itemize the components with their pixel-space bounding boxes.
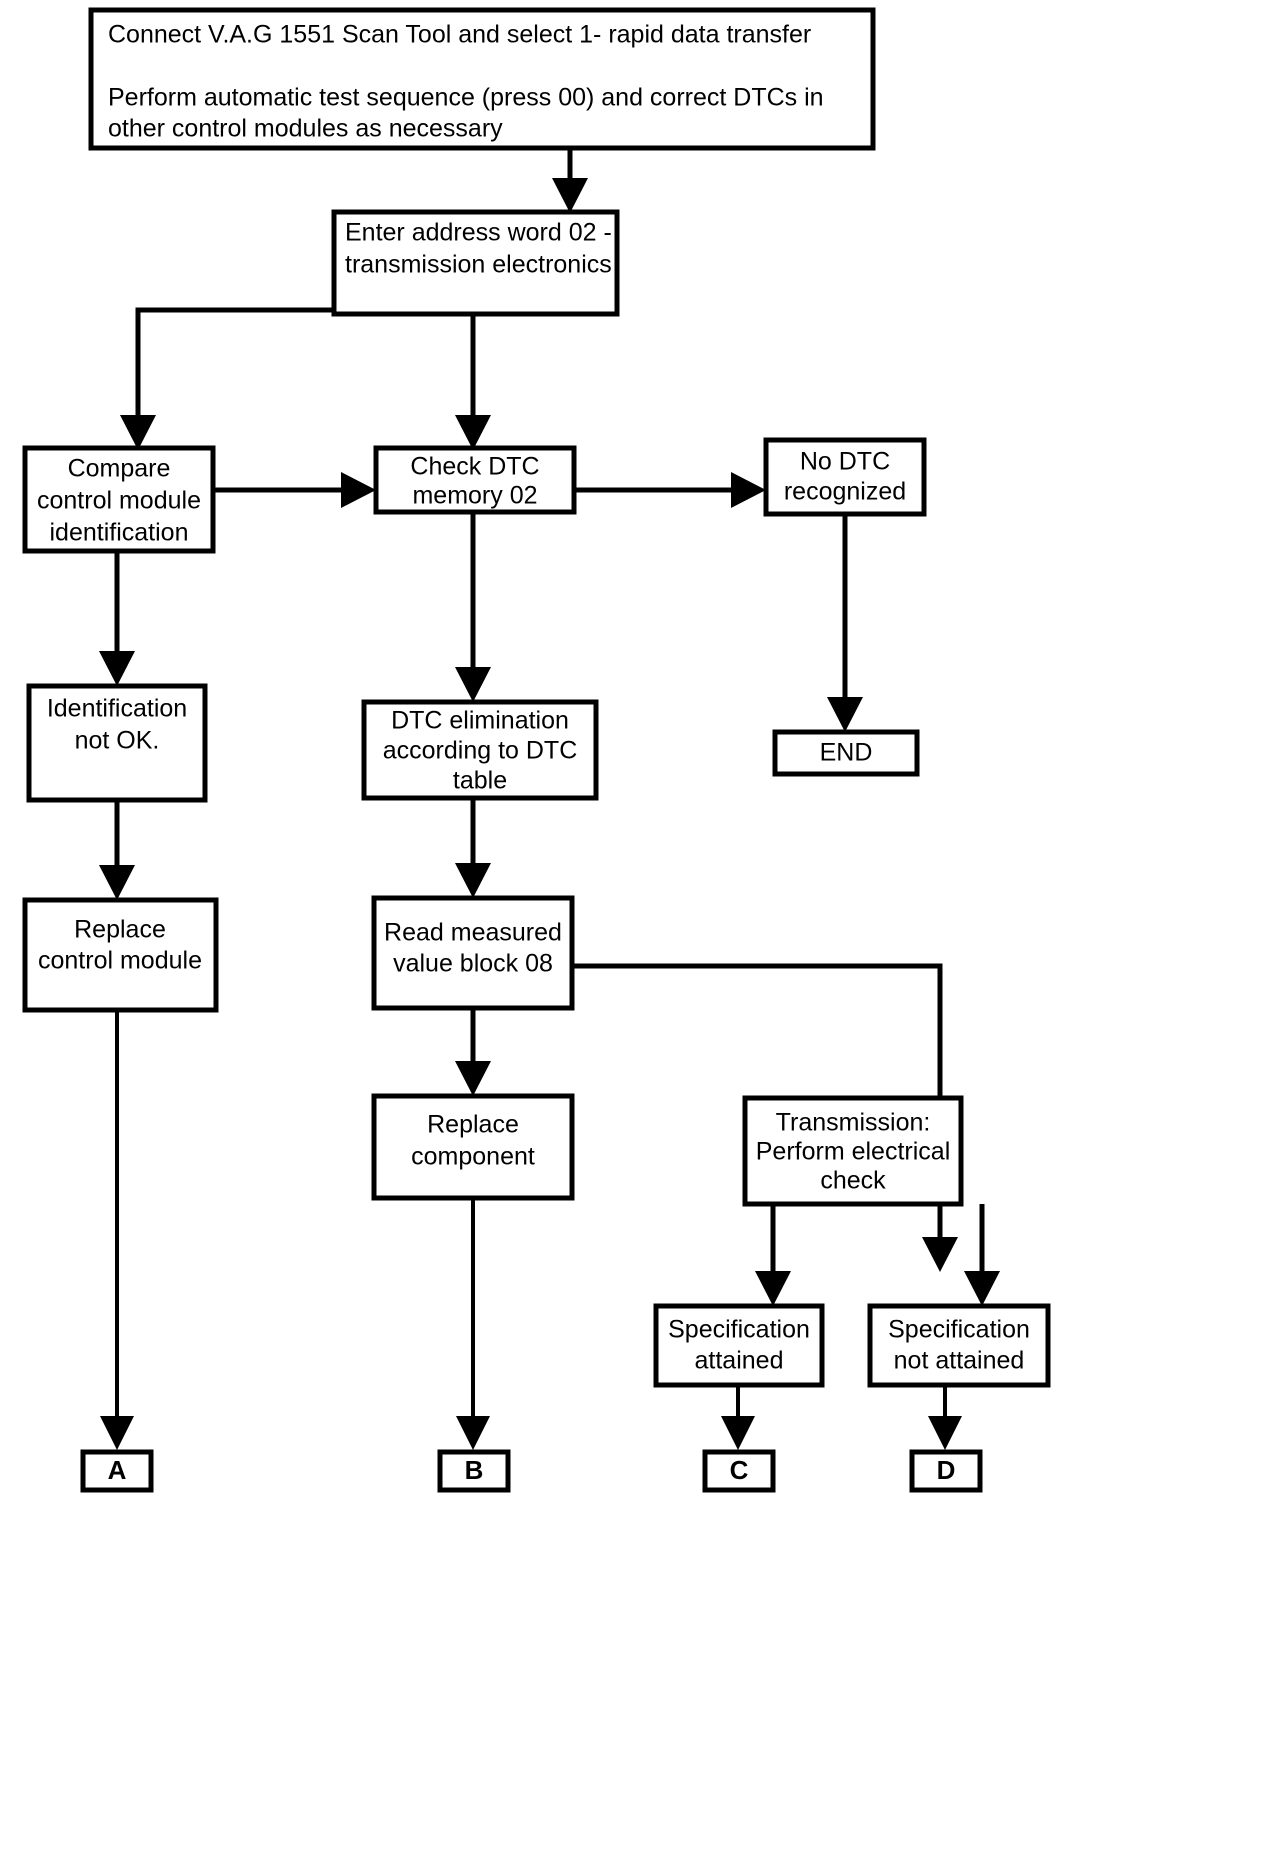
node-no-dtc-recognized[interactable]: No DTC recognized (763, 437, 927, 517)
edge-compare-to-check-dtc (213, 472, 376, 508)
edge-spec-attained-to-terminal-c (721, 1385, 755, 1450)
replace-module-line-1: Replace (74, 916, 166, 944)
node-compare-control-module-identification[interactable]: Compare control module identification (22, 445, 216, 554)
id-not-ok-line-2: not OK. (75, 727, 160, 755)
check-dtc-line-1: Check DTC (410, 453, 539, 481)
edge-dtc-elimination-to-read-block (455, 798, 491, 898)
node-terminal-c[interactable]: C (702, 1449, 776, 1493)
id-not-ok-line-1: Identification (47, 695, 187, 723)
read-block-line-1: Read measured (384, 919, 562, 947)
node-terminal-d[interactable]: D (909, 1449, 983, 1493)
replace-module-line-2: control module (38, 947, 202, 975)
node-replace-control-module[interactable]: Replace control module (22, 897, 219, 1013)
spec-not-attained-line-1: Specification (888, 1316, 1030, 1344)
edge-transmission-check-to-spec-not-attained (964, 1204, 1000, 1306)
no-dtc-line-2: recognized (784, 478, 906, 506)
edge-no-dtc-to-end (827, 514, 863, 732)
node-transmission-electrical-check[interactable]: Transmission: Perform electrical check (742, 1095, 964, 1207)
end-label: END (820, 739, 873, 767)
edge-compare-to-identification-not-ok (99, 551, 135, 686)
address-word-line-1: Enter address word 02 - (345, 219, 612, 247)
node-end[interactable]: END (772, 729, 920, 777)
terminal-c-label: C (730, 1455, 749, 1485)
edge-read-block-to-replace-component (455, 1008, 491, 1096)
replace-component-line-2: component (411, 1143, 535, 1171)
edge-start-to-address-word (552, 148, 588, 213)
terminal-a-label: A (108, 1455, 127, 1485)
dtc-elim-line-1: DTC elimination (391, 707, 569, 735)
edge-address-word-to-check-dtc (455, 314, 491, 450)
spec-not-attained-line-2: not attained (894, 1347, 1025, 1375)
edge-address-word-to-compare (120, 307, 398, 450)
start-line-4: other control modules as necessary (108, 115, 503, 143)
node-dtc-elimination[interactable]: DTC elimination according to DTC table (361, 699, 599, 801)
start-line-1: Connect V.A.G 1551 Scan Tool and select … (108, 21, 811, 49)
edge-spec-not-attained-to-terminal-d (928, 1385, 962, 1450)
dtc-elim-line-2: according to DTC (383, 737, 578, 765)
node-read-measured-value-block[interactable]: Read measured value block 08 (371, 895, 575, 1011)
check-dtc-line-2: memory 02 (412, 482, 537, 510)
node-start-instructions[interactable]: Connect V.A.G 1551 Scan Tool and select … (88, 7, 876, 151)
terminal-d-label: D (937, 1455, 956, 1485)
transmission-line-3: check (820, 1167, 886, 1195)
transmission-line-1: Transmission: (776, 1109, 931, 1137)
spec-attained-line-2: attained (695, 1347, 784, 1375)
replace-component-line-1: Replace (427, 1111, 519, 1139)
node-specification-attained[interactable]: Specification attained (653, 1303, 825, 1388)
terminal-b-label: B (465, 1455, 484, 1485)
node-terminal-b[interactable]: B (437, 1449, 511, 1493)
start-line-3: Perform automatic test sequence (press 0… (108, 84, 824, 112)
node-check-dtc-memory[interactable]: Check DTC memory 02 (373, 445, 577, 515)
edge-identification-not-ok-to-replace-module (99, 800, 135, 900)
edge-replace-module-to-terminal-a (100, 1010, 134, 1450)
node-terminal-a[interactable]: A (80, 1449, 154, 1493)
node-identification-not-ok[interactable]: Identification not OK. (26, 683, 208, 803)
dtc-elim-line-3: table (453, 767, 507, 795)
compare-line-1: Compare (68, 455, 171, 483)
node-specification-not-attained[interactable]: Specification not attained (867, 1303, 1051, 1388)
compare-line-3: identification (50, 519, 189, 547)
edge-check-dtc-to-no-dtc (574, 472, 766, 508)
node-enter-address-word[interactable]: Enter address word 02 - transmission ele… (331, 209, 620, 317)
compare-line-2: control module (37, 487, 201, 515)
address-word-line-2: transmission electronics (345, 251, 612, 279)
spec-attained-line-1: Specification (668, 1316, 810, 1344)
no-dtc-line-1: No DTC (800, 448, 890, 476)
edge-check-dtc-to-dtc-elimination (455, 512, 491, 702)
edge-replace-component-to-terminal-b (456, 1198, 490, 1450)
read-block-line-2: value block 08 (393, 950, 553, 978)
transmission-line-2: Perform electrical (756, 1138, 951, 1166)
node-replace-component[interactable]: Replace component (371, 1093, 575, 1201)
